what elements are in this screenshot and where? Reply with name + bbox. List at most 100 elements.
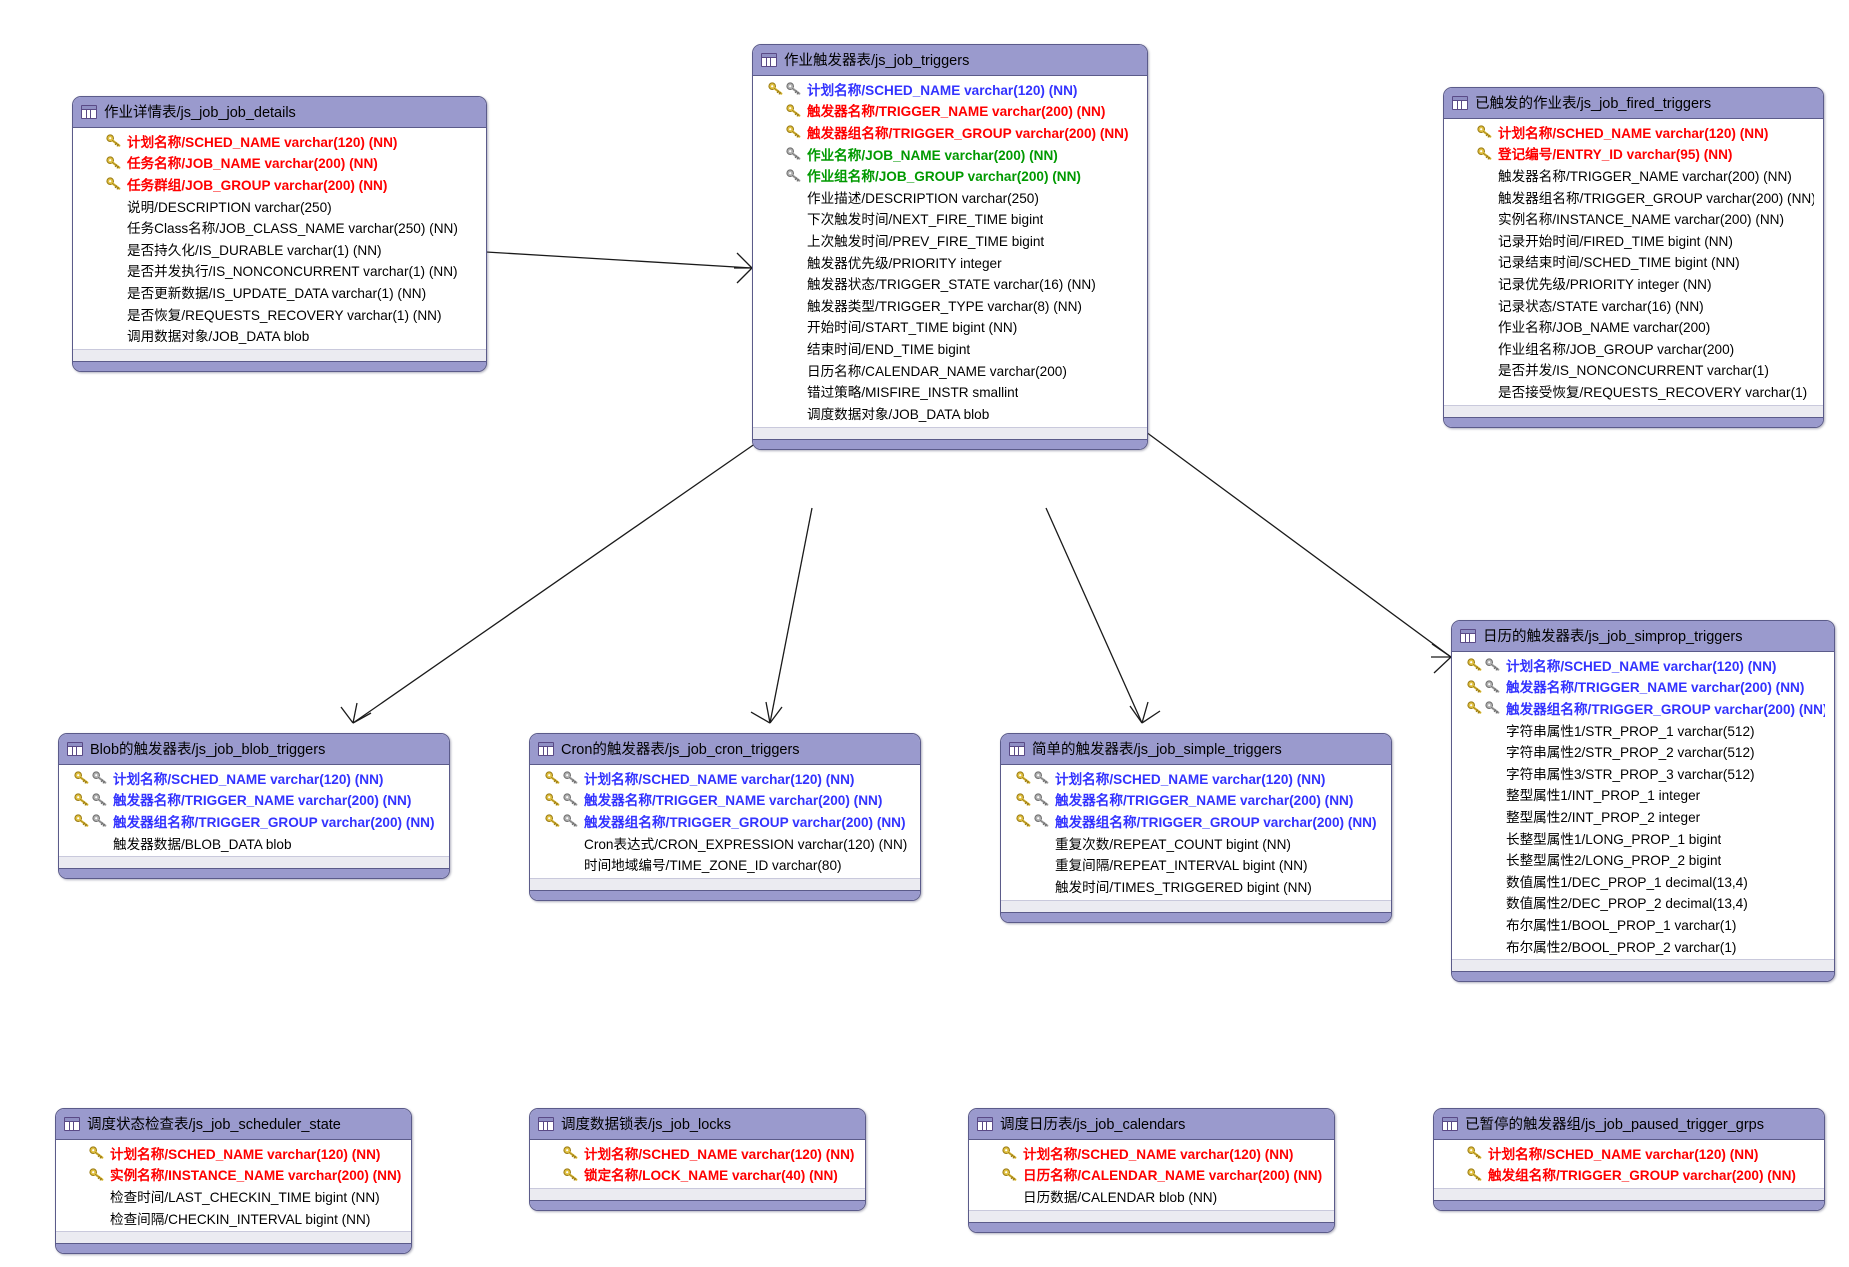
field-row[interactable]: 是否恢复/REQUESTS_RECOVERY varchar(1) (NN) xyxy=(73,303,486,325)
field-row[interactable]: 时间地域编号/TIME_ZONE_ID varchar(80) xyxy=(530,853,920,875)
field-row[interactable]: 错过策略/MISFIRE_INSTR smallint xyxy=(753,380,1147,402)
field-row[interactable]: 锁定名称/LOCK_NAME varchar(40) (NN) xyxy=(530,1164,865,1186)
field-row[interactable]: 是否更新数据/IS_UPDATE_DATA varchar(1) (NN) xyxy=(73,281,486,303)
field-row[interactable]: 字符串属性1/STR_PROP_1 varchar(512) xyxy=(1452,719,1834,741)
field-row[interactable]: 是否并发/IS_NONCONCURRENT varchar(1) xyxy=(1444,359,1823,381)
field-row[interactable]: 实例名称/INSTANCE_NAME varchar(200) (NN) xyxy=(56,1164,411,1186)
entity-resize-bar[interactable] xyxy=(1001,911,1391,922)
field-row[interactable]: 触发器优先级/PRIORITY integer xyxy=(753,251,1147,273)
entity-resize-bar[interactable] xyxy=(1444,416,1823,427)
field-row[interactable]: 开始时间/START_TIME bigint (NN) xyxy=(753,316,1147,338)
field-row[interactable]: 计划名称/SCHED_NAME varchar(120) (NN) xyxy=(530,767,920,789)
field-row[interactable]: 是否持久化/IS_DURABLE varchar(1) (NN) xyxy=(73,238,486,260)
field-row[interactable]: 作业名称/JOB_NAME varchar(200) xyxy=(1444,315,1823,337)
field-row[interactable]: 触发器组名称/TRIGGER_GROUP varchar(200) (NN) xyxy=(1452,697,1834,719)
entity-header-cron_triggers[interactable]: Cron的触发器表/js_job_cron_triggers xyxy=(530,734,920,765)
field-row[interactable]: 作业组名称/JOB_GROUP varchar(200) (NN) xyxy=(753,164,1147,186)
entity-header-job_triggers[interactable]: 作业触发器表/js_job_triggers xyxy=(753,45,1147,76)
field-row[interactable]: 调度数据对象/JOB_DATA blob xyxy=(753,402,1147,424)
field-row[interactable]: 下次触发时间/NEXT_FIRE_TIME bigint xyxy=(753,208,1147,230)
field-row[interactable]: 整型属性1/INT_PROP_1 integer xyxy=(1452,784,1834,806)
entity-resize-bar[interactable] xyxy=(969,1221,1334,1232)
field-row[interactable]: 数值属性2/DEC_PROP_2 decimal(13,4) xyxy=(1452,892,1834,914)
field-row[interactable]: 触发器组名称/TRIGGER_GROUP varchar(200) (NN) xyxy=(1001,810,1391,832)
field-row[interactable]: 记录结束时间/SCHED_TIME bigint (NN) xyxy=(1444,251,1823,273)
field-row[interactable]: 上次触发时间/PREV_FIRE_TIME bigint xyxy=(753,229,1147,251)
field-row[interactable]: 任务Class名称/JOB_CLASS_NAME varchar(250) (N… xyxy=(73,216,486,238)
field-row[interactable]: 任务群组/JOB_GROUP varchar(200) (NN) xyxy=(73,173,486,195)
field-row[interactable]: 触发组名称/TRIGGER_GROUP varchar(200) (NN) xyxy=(1434,1164,1824,1186)
entity-resize-bar[interactable] xyxy=(1434,1200,1824,1211)
field-row[interactable]: 触发器名称/TRIGGER_NAME varchar(200) (NN) xyxy=(530,789,920,811)
field-row[interactable]: 记录状态/STATE varchar(16) (NN) xyxy=(1444,294,1823,316)
field-row[interactable]: 触发器名称/TRIGGER_NAME varchar(200) (NN) xyxy=(59,789,449,811)
field-row[interactable]: 结束时间/END_TIME bigint xyxy=(753,337,1147,359)
field-row[interactable]: 作业组名称/JOB_GROUP varchar(200) xyxy=(1444,337,1823,359)
field-row[interactable]: 作业名称/JOB_NAME varchar(200) (NN) xyxy=(753,143,1147,165)
field-row[interactable]: 布尔属性2/BOOL_PROP_2 varchar(1) xyxy=(1452,935,1834,957)
entity-resize-bar[interactable] xyxy=(56,1243,411,1254)
field-row[interactable]: 触发器类型/TRIGGER_TYPE varchar(8) (NN) xyxy=(753,294,1147,316)
field-row[interactable]: 计划名称/SCHED_NAME varchar(120) (NN) xyxy=(1001,767,1391,789)
field-row[interactable]: 计划名称/SCHED_NAME varchar(120) (NN) xyxy=(73,130,486,152)
field-row[interactable]: 触发器组名称/TRIGGER_GROUP varchar(200) (NN) xyxy=(1444,186,1823,208)
field-row[interactable]: 计划名称/SCHED_NAME varchar(120) (NN) xyxy=(56,1142,411,1164)
field-row[interactable]: 登记编号/ENTRY_ID varchar(95) (NN) xyxy=(1444,143,1823,165)
field-row[interactable]: 说明/DESCRIPTION varchar(250) xyxy=(73,195,486,217)
field-row[interactable]: 长整型属性2/LONG_PROP_2 bigint xyxy=(1452,848,1834,870)
field-row[interactable]: 计划名称/SCHED_NAME varchar(120) (NN) xyxy=(1434,1142,1824,1164)
field-row[interactable]: 触发器状态/TRIGGER_STATE varchar(16) (NN) xyxy=(753,272,1147,294)
entity-resize-bar[interactable] xyxy=(530,1200,865,1211)
field-row[interactable]: Cron表达式/CRON_EXPRESSION varchar(120) (NN… xyxy=(530,832,920,854)
field-row[interactable]: 记录优先级/PRIORITY integer (NN) xyxy=(1444,272,1823,294)
field-row[interactable]: 重复间隔/REPEAT_INTERVAL bigint (NN) xyxy=(1001,853,1391,875)
field-row[interactable]: 字符串属性2/STR_PROP_2 varchar(512) xyxy=(1452,740,1834,762)
entity-resize-bar[interactable] xyxy=(753,438,1147,449)
entity-resize-bar[interactable] xyxy=(530,889,920,900)
entity-resize-bar[interactable] xyxy=(59,868,449,879)
field-row[interactable]: 触发器组名称/TRIGGER_GROUP varchar(200) (NN) xyxy=(753,121,1147,143)
field-row[interactable]: 触发器组名称/TRIGGER_GROUP varchar(200) (NN) xyxy=(530,810,920,832)
entity-header-simple_triggers[interactable]: 简单的触发器表/js_job_simple_triggers xyxy=(1001,734,1391,765)
field-row[interactable]: 计划名称/SCHED_NAME varchar(120) (NN) xyxy=(969,1142,1334,1164)
field-row[interactable]: 是否接受恢复/REQUESTS_RECOVERY varchar(1) xyxy=(1444,380,1823,402)
field-row[interactable]: 调用数据对象/JOB_DATA blob xyxy=(73,324,486,346)
field-row[interactable]: 检查间隔/CHECKIN_INTERVAL bigint (NN) xyxy=(56,1207,411,1229)
entity-header-calendars[interactable]: 调度日历表/js_job_calendars xyxy=(969,1109,1334,1140)
field-row[interactable]: 触发器名称/TRIGGER_NAME varchar(200) (NN) xyxy=(753,100,1147,122)
field-row[interactable]: 触发器组名称/TRIGGER_GROUP varchar(200) (NN) xyxy=(59,810,449,832)
entity-header-blob_triggers[interactable]: Blob的触发器表/js_job_blob_triggers xyxy=(59,734,449,765)
field-row[interactable]: 记录开始时间/FIRED_TIME bigint (NN) xyxy=(1444,229,1823,251)
field-row[interactable]: 日历名称/CALENDAR_NAME varchar(200) xyxy=(753,359,1147,381)
field-row[interactable]: 触发时间/TIMES_TRIGGERED bigint (NN) xyxy=(1001,875,1391,897)
field-row[interactable]: 布尔属性1/BOOL_PROP_1 varchar(1) xyxy=(1452,913,1834,935)
field-row[interactable]: 实例名称/INSTANCE_NAME varchar(200) (NN) xyxy=(1444,207,1823,229)
field-row[interactable]: 触发器名称/TRIGGER_NAME varchar(200) (NN) xyxy=(1001,789,1391,811)
entity-header-paused_trigger_grps[interactable]: 已暂停的触发器组/js_job_paused_trigger_grps xyxy=(1434,1109,1824,1140)
field-row[interactable]: 任务名称/JOB_NAME varchar(200) (NN) xyxy=(73,152,486,174)
field-row[interactable]: 长整型属性1/LONG_PROP_1 bigint xyxy=(1452,827,1834,849)
field-row[interactable]: 整型属性2/INT_PROP_2 integer xyxy=(1452,805,1834,827)
entity-header-locks[interactable]: 调度数据锁表/js_job_locks xyxy=(530,1109,865,1140)
field-row[interactable]: 字符串属性3/STR_PROP_3 varchar(512) xyxy=(1452,762,1834,784)
field-row[interactable]: 是否并发执行/IS_NONCONCURRENT varchar(1) (NN) xyxy=(73,260,486,282)
field-row[interactable]: 日历数据/CALENDAR blob (NN) xyxy=(969,1185,1334,1207)
field-row[interactable]: 作业描述/DESCRIPTION varchar(250) xyxy=(753,186,1147,208)
field-row[interactable]: 重复次数/REPEAT_COUNT bigint (NN) xyxy=(1001,832,1391,854)
field-row[interactable]: 计划名称/SCHED_NAME varchar(120) (NN) xyxy=(753,78,1147,100)
field-row[interactable]: 检查时间/LAST_CHECKIN_TIME bigint (NN) xyxy=(56,1185,411,1207)
field-row[interactable]: 计划名称/SCHED_NAME varchar(120) (NN) xyxy=(59,767,449,789)
field-row[interactable]: 触发器数据/BLOB_DATA blob xyxy=(59,832,449,854)
field-row[interactable]: 计划名称/SCHED_NAME varchar(120) (NN) xyxy=(530,1142,865,1164)
entity-header-simprop_triggers[interactable]: 日历的触发器表/js_job_simprop_triggers xyxy=(1452,621,1834,652)
